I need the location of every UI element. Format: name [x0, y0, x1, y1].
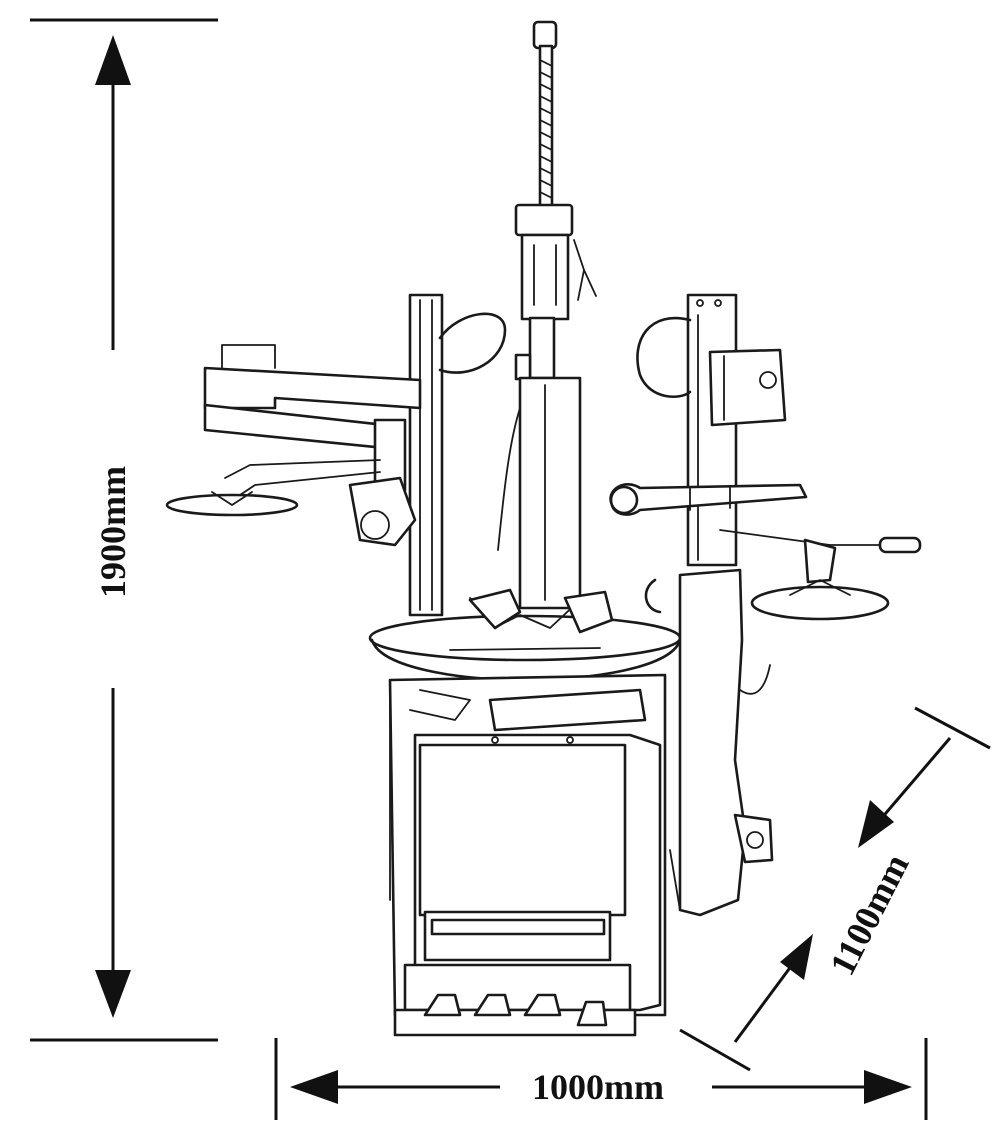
turntable	[368, 588, 682, 682]
width-label: 1000mm	[532, 1067, 664, 1107]
depth-label: 1100mm	[822, 848, 917, 982]
width-arrow-left	[290, 1070, 338, 1104]
left-assist-arm	[165, 293, 507, 617]
depth-upper-extension-line	[914, 706, 991, 750]
depth-dimension-line-upper	[878, 737, 952, 821]
height-arrow-up	[95, 35, 131, 85]
width-arrow-right	[864, 1070, 912, 1104]
height-dimension: 1900mm	[30, 18, 218, 1042]
depth-arrow-upper	[858, 800, 894, 848]
height-label: 1900mm	[93, 466, 133, 598]
depth-arrow-lower	[780, 934, 813, 980]
tire-changer-machine	[165, 20, 922, 1037]
bead-breaker-arm	[644, 568, 774, 917]
machine-body	[388, 673, 667, 1037]
depth-lower-extension-line	[679, 1028, 751, 1072]
height-arrow-down	[95, 970, 131, 1018]
width-dimension: 1000mm	[274, 1038, 928, 1120]
right-assist-arm	[609, 293, 922, 621]
foot-pedals	[423, 993, 608, 1027]
depth-dimension-line-lower	[733, 964, 794, 1043]
center-column	[497, 20, 597, 610]
